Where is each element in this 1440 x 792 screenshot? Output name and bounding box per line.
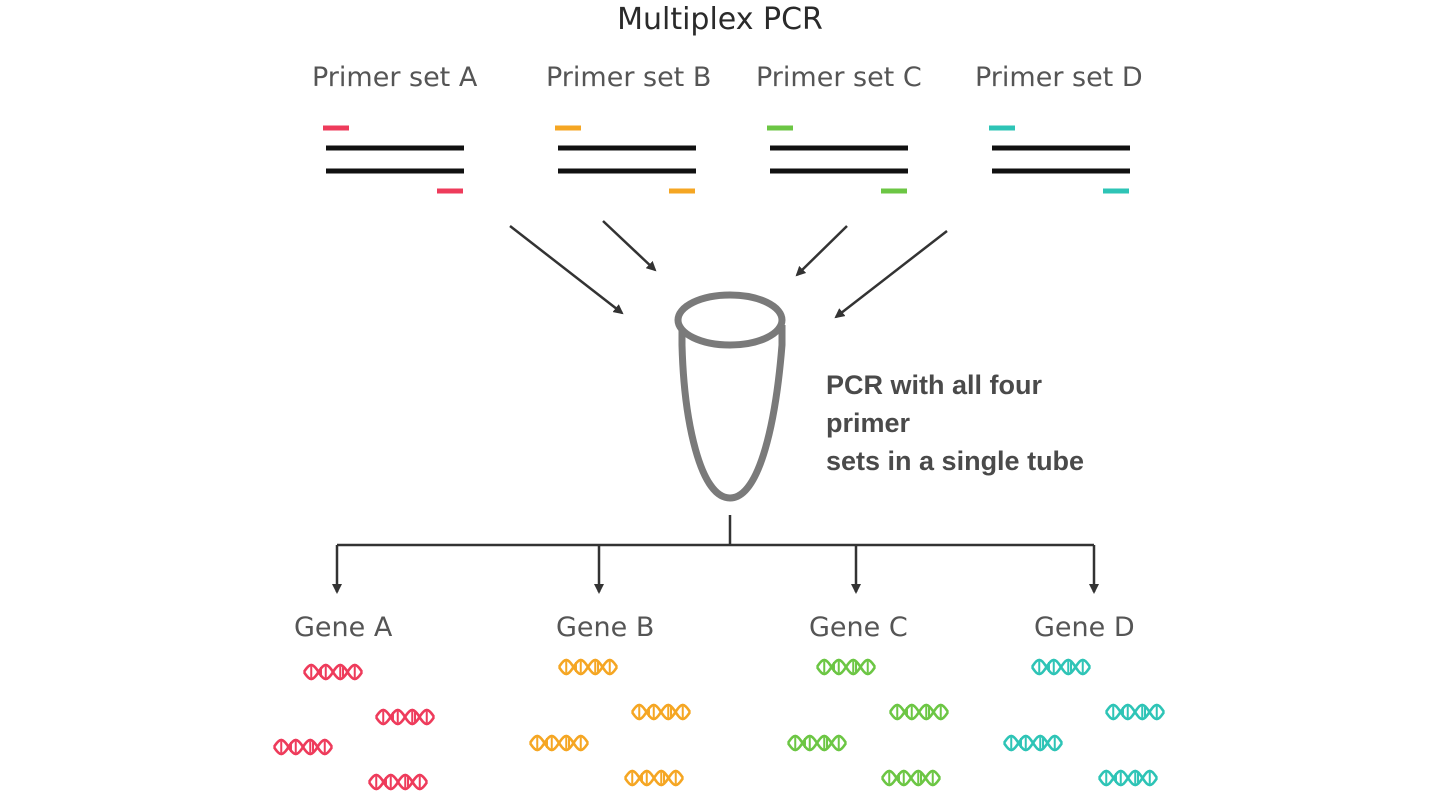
dna-helix-icon [528,734,590,752]
helix-strand [888,703,950,721]
dna-helix-icon [786,734,848,752]
template-group [323,125,1130,194]
gene-a-label: Gene A [294,612,393,643]
helix-strand [557,658,619,676]
converging-arrows [509,220,948,319]
helix-strand [367,773,429,791]
dna-helix-icon [374,708,436,726]
tube-note-line-1: PCR with all four primer [826,370,1042,438]
dna-helix-icon [623,769,685,787]
dna-helix-icon [815,658,877,676]
arrow-from-set-a [509,225,624,315]
products-gene-d [1002,658,1166,787]
pcr-tube-icon [674,291,786,502]
branch-arrows [332,515,1099,594]
diagram-title: Multiplex PCR [617,2,823,37]
pcr-products [272,658,1166,791]
arrow-from-set-b [602,220,657,272]
primer-set-c-label: Primer set C [756,62,922,93]
helix-strand [1030,658,1092,676]
helix-strand [1104,703,1166,721]
helix-strand [815,658,877,676]
helix-strand [374,708,436,726]
helix-strand [1002,734,1064,752]
dna-helix-icon [272,738,334,756]
tube-note: PCR with all four primer sets in a singl… [826,366,1126,480]
primer-set-a-label: Primer set A [312,62,478,93]
dna-helix-icon [1097,769,1159,787]
helix-strand [880,769,942,787]
dna-helix-icon [880,769,942,787]
dna-helix-icon [1002,734,1064,752]
template-b [555,125,696,194]
dna-helix-icon [557,658,619,676]
arrow-from-set-d [834,230,948,319]
dna-helix-icon [1104,703,1166,721]
dna-helix-icon [1030,658,1092,676]
helix-strand [623,769,685,787]
helix-strand [528,734,590,752]
gene-d-label: Gene D [1034,612,1135,643]
dna-helix-icon [888,703,950,721]
helix-strand [786,734,848,752]
tube-note-line-2: sets in a single tube [826,446,1085,476]
products-gene-a [272,663,436,791]
products-gene-c [786,658,950,787]
primer-set-b-label: Primer set B [546,62,712,93]
template-d [989,125,1130,194]
helix-strand [302,663,364,681]
helix-strand [630,703,692,721]
products-gene-b [528,658,692,787]
dna-helix-icon [367,773,429,791]
primer-set-d-label: Primer set D [975,62,1143,93]
helix-strand [1097,769,1159,787]
gene-b-label: Gene B [556,612,655,643]
helix-strand [272,738,334,756]
template-c [767,125,908,194]
template-a [323,125,464,194]
gene-c-label: Gene C [809,612,908,643]
dna-helix-icon [630,703,692,721]
dna-helix-icon [302,663,364,681]
arrow-from-set-c [795,225,848,277]
